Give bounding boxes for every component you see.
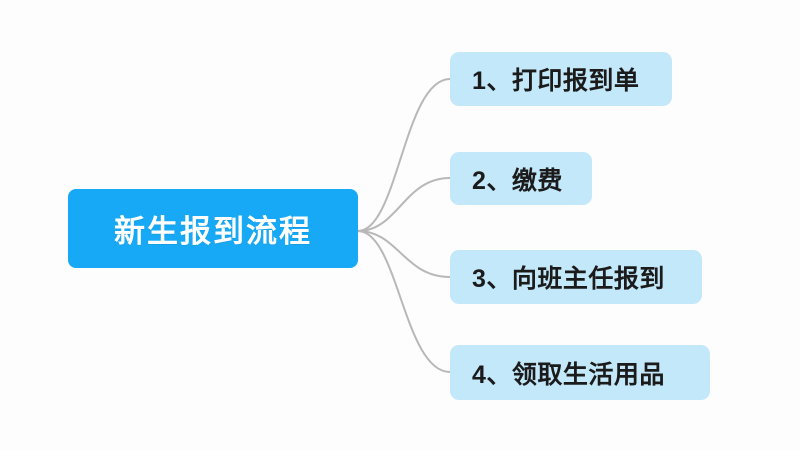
- branch-node-4-label: 4、领取生活用品: [472, 360, 665, 389]
- branch-node-1-label: 1、打印报到单: [472, 67, 640, 95]
- branch-node-2-label: 2、缴费: [472, 166, 563, 195]
- root-node[interactable]: 新生报到流程: [68, 189, 358, 268]
- connector-root-to-branch-3: [357, 230, 451, 278]
- branch-node-4[interactable]: 4、领取生活用品: [450, 345, 710, 400]
- branch-node-2[interactable]: 2、缴费: [450, 152, 592, 205]
- branch-node-3[interactable]: 3、向班主任报到: [450, 250, 702, 304]
- branch-node-3-label: 3、向班主任报到: [472, 265, 665, 293]
- root-node-label: 新生报到流程: [114, 214, 312, 249]
- connector-root-to-branch-2: [357, 177, 451, 232]
- connector-root-to-branch-4: [357, 230, 451, 373]
- connector-root-to-branch-1: [357, 78, 451, 232]
- branch-node-1[interactable]: 1、打印报到单: [450, 52, 672, 106]
